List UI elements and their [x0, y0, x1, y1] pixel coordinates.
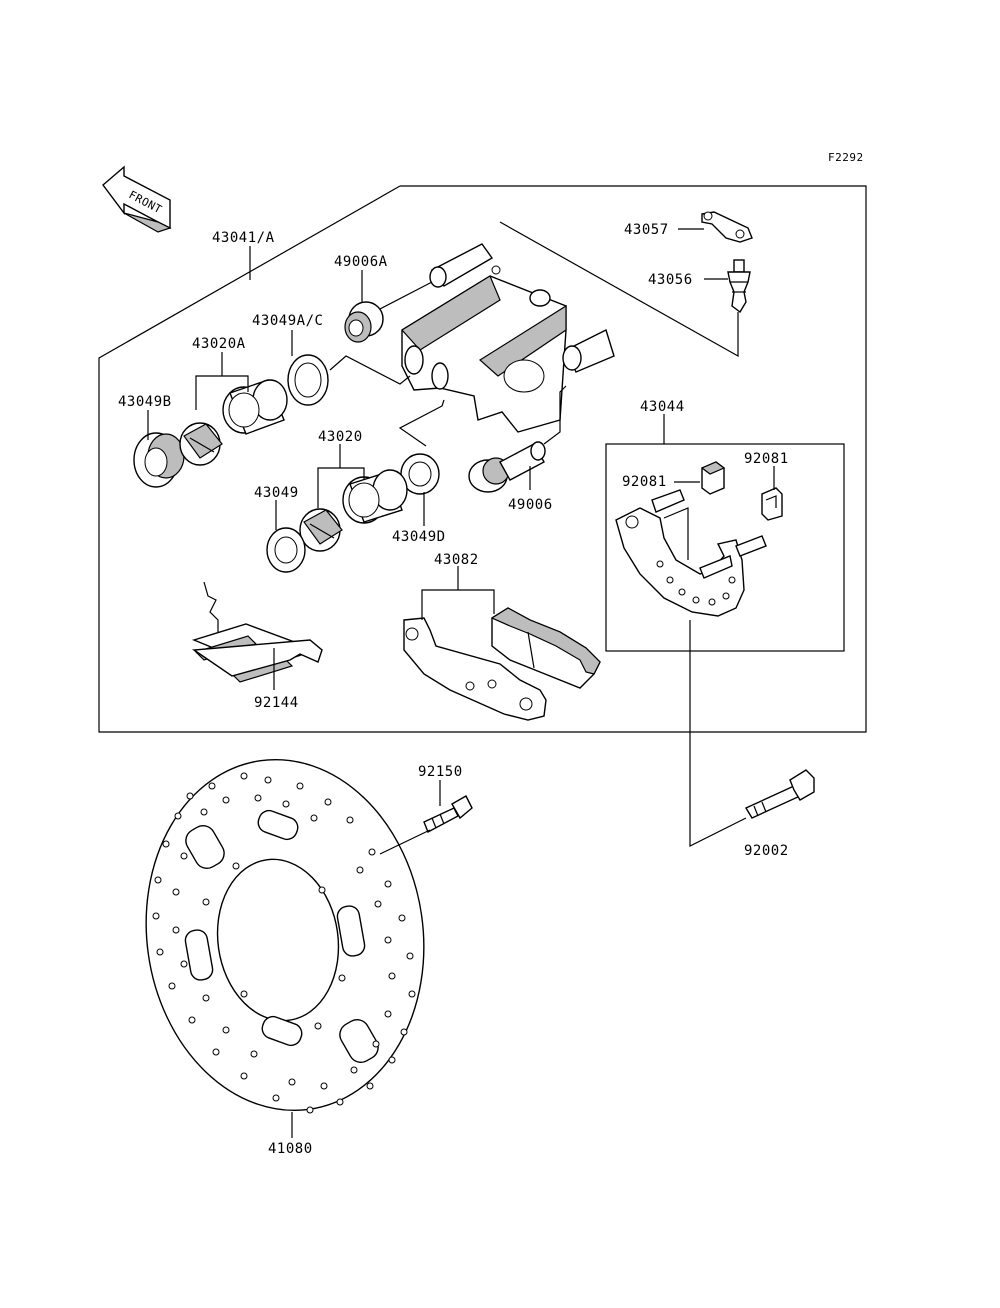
label-43056: 43056 [648, 272, 693, 288]
figure-code: F2292 [828, 151, 864, 164]
piston-43020A [222, 379, 288, 435]
caliper-body [401, 243, 615, 433]
label-43082: 43082 [434, 552, 479, 568]
boot-49006A [344, 301, 384, 343]
part-labels: 43041/A 49006A 43049A/C 43020A 43049B 43… [118, 222, 789, 1157]
pad-spring-92144 [191, 581, 323, 683]
seal-43049B [133, 432, 185, 488]
brake-disc-41080 [145, 758, 425, 1114]
label-92144: 92144 [254, 695, 299, 711]
label-41080: 41080 [268, 1141, 313, 1157]
label-92081-b: 92081 [744, 451, 789, 467]
label-49006: 49006 [508, 497, 553, 513]
bracket-box [605, 443, 845, 652]
disc-bolt-92150 [423, 795, 473, 833]
seal-43049AC [287, 354, 329, 406]
disc-drill-holes [152, 772, 416, 1114]
brake-pads-43082 [403, 607, 601, 721]
label-43049B: 43049B [118, 394, 172, 410]
bleeder-cap-43057 [701, 211, 753, 243]
bleeder-valve-43056 [727, 259, 751, 314]
label-43020A: 43020A [192, 336, 246, 352]
label-43049: 43049 [254, 485, 299, 501]
label-43049D: 43049D [392, 529, 446, 545]
leader-lines [147, 221, 775, 1138]
pin-49006 [468, 441, 546, 493]
label-43057: 43057 [624, 222, 669, 238]
label-43044: 43044 [640, 399, 685, 415]
label-43041A: 43041/A [212, 230, 275, 246]
label-43020: 43020 [318, 429, 363, 445]
caliper-bolt-92002 [744, 769, 815, 819]
label-92150: 92150 [418, 764, 463, 780]
seal-43049D [400, 453, 440, 495]
label-92081-a: 92081 [622, 474, 667, 490]
label-92002: 92002 [744, 843, 789, 859]
piston-43020 [342, 469, 408, 524]
insulator-43020 [299, 508, 343, 552]
bracket-43044 [615, 461, 783, 617]
insulator-43020A [179, 422, 223, 466]
seal-43049 [266, 527, 306, 573]
caliper-assembly-outline [98, 185, 867, 733]
label-43049AC: 43049A/C [252, 313, 323, 329]
front-arrow-icon: FRONT [102, 165, 172, 233]
label-49006A: 49006A [334, 254, 388, 270]
